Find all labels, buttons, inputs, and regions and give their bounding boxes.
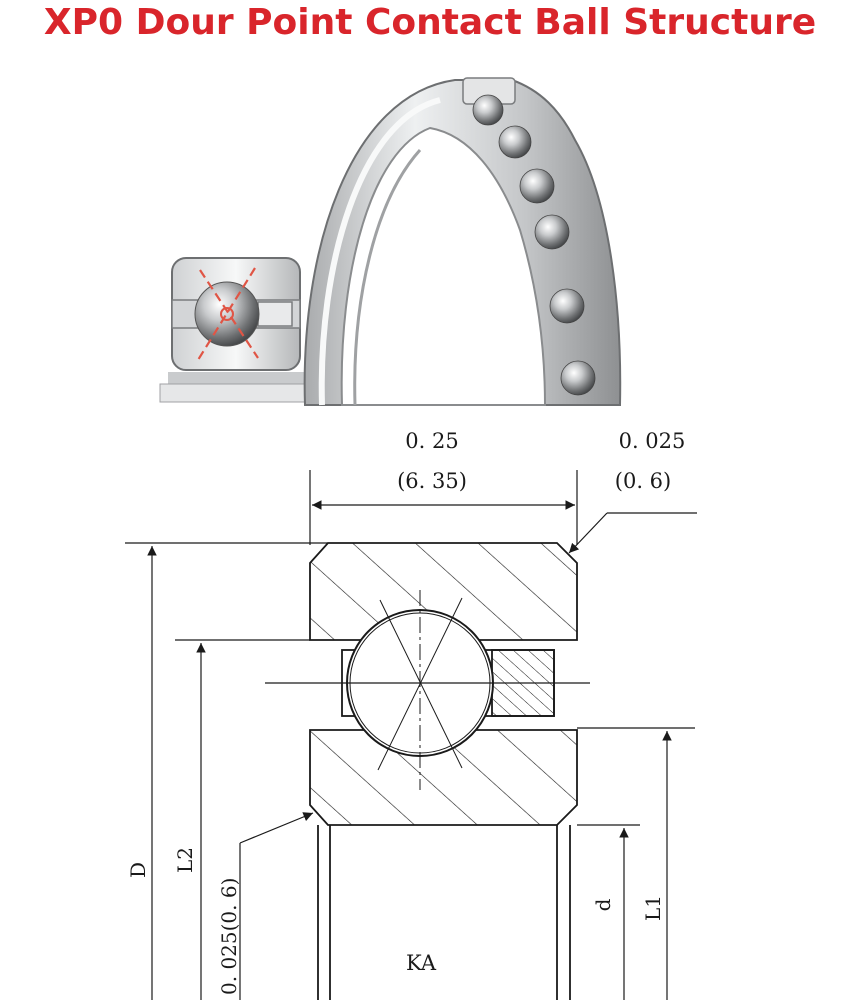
label-d-inner: d [591,898,615,911]
contact-lines [197,267,259,361]
label-l2: L2 [173,847,197,873]
section-photo [159,257,313,403]
label-d-outer: D [126,862,150,878]
chamfer-top-inch-label: 0. 025 [619,429,686,453]
technical-drawing [125,470,697,1000]
bearing-ring-photo [303,77,622,406]
chamfer-bottom-label: 0. 025(0. 6) [217,878,241,995]
ring-balls [472,94,596,396]
width-mm-label: (6. 35) [397,469,467,493]
label-ka: KA [406,951,437,975]
page-title: XP0 Dour Point Contact Ball Structure [43,2,817,43]
chamfer-top-mm-label: (0. 6) [615,469,671,493]
label-l1: L1 [641,895,665,921]
width-inch-label: 0. 25 [405,429,458,453]
